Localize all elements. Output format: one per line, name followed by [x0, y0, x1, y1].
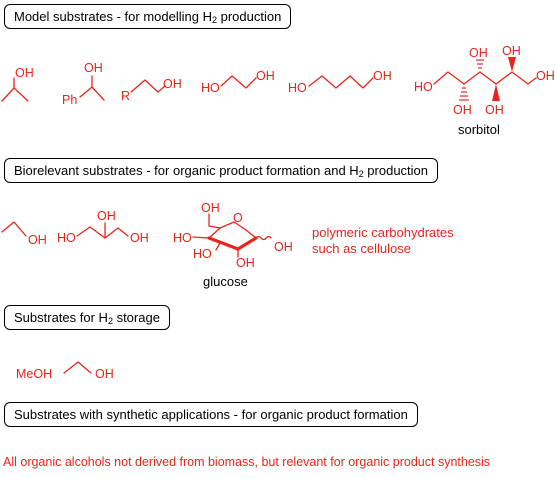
footer-note: All organic alcohols not derived from bi…	[3, 455, 491, 469]
subscript: 2	[107, 316, 113, 326]
hydroxyl-label: OH	[536, 69, 555, 83]
methanol-label: MeOH	[16, 367, 52, 381]
section-title-text: storage	[112, 310, 160, 325]
ethanol-structure: OH	[1, 221, 47, 247]
hydroxyl-label: OH	[236, 256, 255, 270]
hydroxyl-label: OH	[15, 66, 34, 80]
section-biorelevant-substrates: Biorelevant substrates - for organic pro…	[4, 158, 439, 183]
hydroxyl-label: OH	[502, 44, 521, 58]
hydroxyl-label: HO	[288, 81, 307, 95]
polymeric-carbohydrates-label: polymeric carbohydrates	[312, 225, 454, 240]
sorbitol-structure: HO OH OH OH OH OH	[414, 44, 555, 117]
methanol-structure: MeOH	[16, 367, 52, 381]
glucose-label: glucose	[203, 274, 248, 289]
hydroxyl-label: HO	[193, 247, 212, 261]
hydroxyl-label: OH	[28, 233, 47, 247]
hydroxyl-label: OH	[97, 209, 116, 223]
hydroxyl-label: OH	[130, 231, 149, 245]
section-synthetic-applications: Substrates with synthetic applications -…	[4, 402, 418, 427]
ethylene-glycol-structure: HO OH	[201, 69, 275, 95]
cellulose-label: such as cellulose	[312, 241, 411, 256]
hydroxyl-label: HO	[57, 231, 76, 245]
isopropanol-structure: OH	[1, 66, 34, 102]
subscript: 2	[358, 169, 364, 179]
section-title-text: Biorelevant substrates - for organic pro…	[14, 163, 359, 178]
glycerol-structure: HO OH OH	[57, 209, 149, 245]
hydroxyl-label: OH	[201, 201, 220, 215]
hydroxyl-label: OH	[84, 61, 103, 75]
r-group-label: R	[121, 89, 130, 103]
hydroxyl-label: OH	[469, 46, 488, 60]
sorbitol-label: sorbitol	[458, 122, 500, 137]
hydroxyl-label: OH	[256, 69, 275, 83]
phenyl-label: Ph	[62, 93, 77, 107]
section-title-text: Substrates with synthetic applications -…	[14, 407, 408, 422]
subscript: 2	[211, 15, 217, 25]
ethanol-storage-structure: OH	[63, 361, 114, 381]
section-title-text: Model substrates - for modelling H	[14, 9, 212, 24]
hydroxyl-label: HO	[173, 231, 192, 245]
section-model-substrates: Model substrates - for modelling H2 prod…	[4, 4, 292, 29]
hydroxyl-label: OH	[373, 69, 392, 83]
section-title-text: production	[363, 163, 429, 178]
primary-alcohol-structure: R OH	[121, 77, 182, 103]
hydroxyl-label: OH	[453, 103, 472, 117]
butanediol-structure: HO OH	[288, 69, 392, 95]
ring-oxygen-label: O	[233, 211, 243, 225]
section-title-text: production	[217, 9, 282, 24]
hydroxyl-label: HO	[201, 81, 220, 95]
hydroxyl-label: OH	[95, 367, 114, 381]
section-h2-storage: Substrates for H2 storage	[4, 305, 170, 330]
phenylethanol-structure: OH Ph	[62, 61, 105, 107]
hydroxyl-label: OH	[274, 240, 293, 254]
hydroxyl-label: HO	[414, 80, 433, 94]
hydroxyl-label: OH	[163, 77, 182, 91]
section-title-text: Substrates for H	[14, 310, 108, 325]
hydroxyl-label: OH	[485, 103, 504, 117]
glucose-structure: OH O HO HO OH OH	[173, 201, 293, 270]
